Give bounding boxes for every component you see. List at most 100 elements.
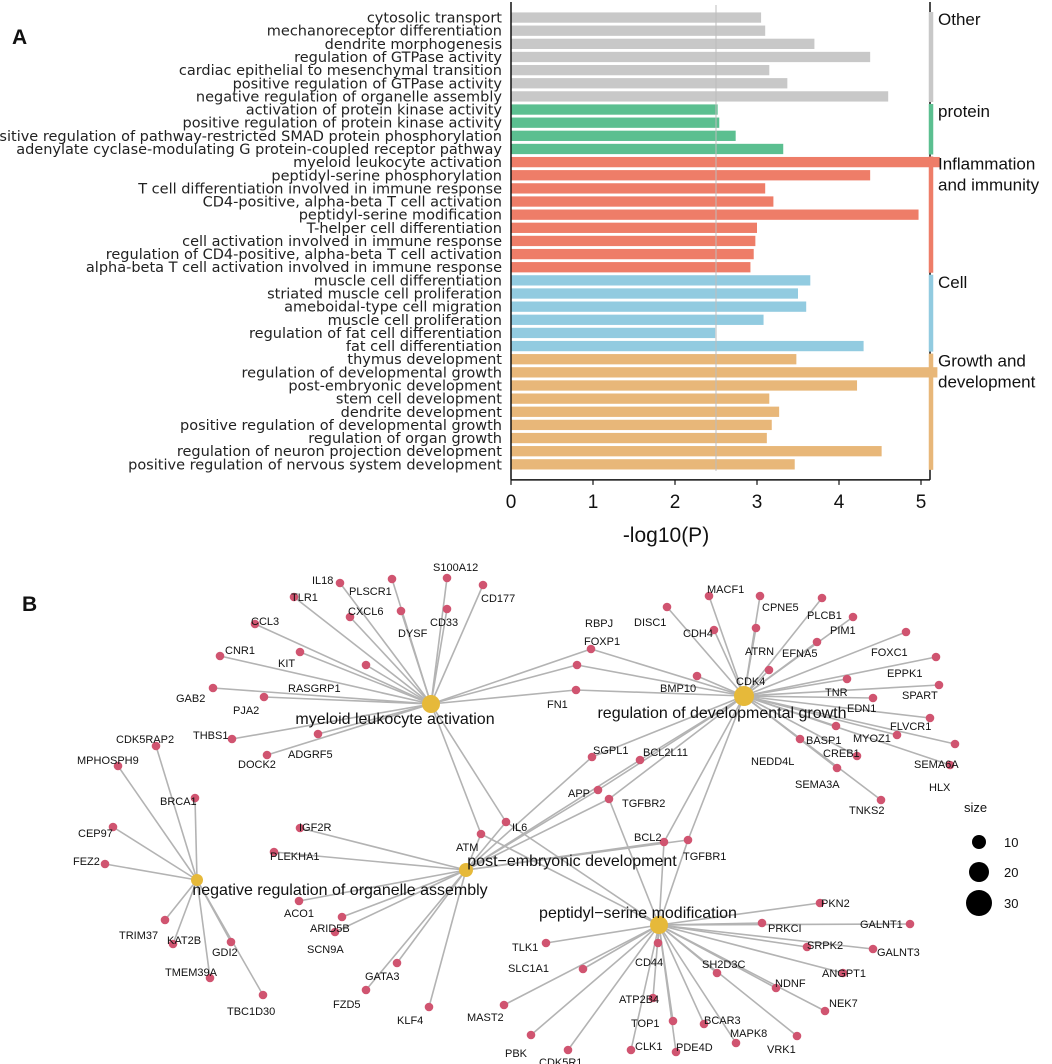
gene-node-atm: [476, 829, 486, 839]
gene-label-fn1: FN1: [547, 699, 568, 711]
gene-label-edn1: EDN1: [847, 703, 876, 715]
bar-cell-activation-involved-in-immune-response: [511, 235, 756, 247]
gene-label-mphosph9: MPHOSPH9: [77, 755, 139, 767]
term-label-positive-regulation-of-nervous-system-development: positive regulation of nervous system de…: [128, 457, 502, 473]
bar-dendrite-development: [511, 406, 780, 417]
edge-mla-s100a12: [430, 577, 448, 705]
gene-label-fzd5: FZD5: [333, 999, 361, 1011]
edge-ped-scn9a: [334, 869, 467, 933]
gene-label-srpk2: SRPK2: [807, 940, 843, 952]
edge-ped-plekha1: [273, 851, 467, 871]
edge-rdg-sgpl1: [591, 695, 745, 758]
gene-label-sgpl1: SGPL1: [593, 745, 628, 757]
edge-rdg-macf1: [708, 595, 745, 697]
bar-positive-regulation-of-developmental-growth: [511, 419, 772, 431]
bar-cytosolic-transport: [511, 12, 762, 23]
hub-node-peptidyl-serine-modification: [650, 916, 668, 934]
edge-ped-fzd5: [365, 869, 467, 991]
term-label-regulation-of-fat-cell-differentiation: regulation of fat cell differentiation: [249, 326, 502, 342]
edge-rdg-flvcr1: [743, 695, 931, 719]
group-label-protein: protein: [938, 102, 990, 121]
bar-fat-cell-differentiation: [511, 340, 864, 352]
term-label-cd4-positive-alpha-beta-t-cell-activation: CD4-positive, alpha-beta T cell activati…: [203, 195, 502, 211]
gene-node-tlk1: [541, 938, 551, 948]
edge-psm-mapk8: [658, 924, 737, 1044]
term-label-cell-activation-involved-in-immune-response: cell activation involved in immune respo…: [182, 234, 502, 250]
edge-psm-clk1: [630, 924, 660, 1051]
gene-label-arid5b: ARID5B: [310, 923, 350, 935]
term-label-cytosolic-transport: cytosolic transport: [367, 11, 502, 27]
edge-mla-il6: [430, 703, 507, 823]
edge-mla-dock2: [266, 703, 432, 756]
bar-stem-cell-development: [511, 393, 770, 404]
term-label-positive-regulation-of-pathway-restricted-smad-protein-phosphorylation: positive regulation of pathway-restricte…: [0, 129, 502, 145]
gene-node-myoz1: [892, 730, 902, 740]
gene-label-kat2b: KAT2B: [167, 935, 201, 947]
gene-label-mast2: MAST2: [467, 1012, 504, 1024]
gene-label-cep97: CEP97: [78, 828, 113, 840]
gene-label-cdh4: CDH4: [683, 628, 713, 640]
gene-label-slc1a1: SLC1A1: [508, 963, 549, 975]
gene-label-cxcl6: CXCL6: [348, 606, 383, 618]
gene-node-dock2: [262, 750, 272, 760]
gene-label-dock2: DOCK2: [238, 759, 276, 771]
gene-node-s100a12: [442, 573, 452, 583]
edge-ped-klf4: [428, 869, 467, 1008]
gene-node-cdk4: [764, 665, 774, 675]
edge-rdg-hlx: [743, 695, 951, 766]
gene-node-adgrf5: [313, 729, 323, 739]
bar-positive-regulation-of-pathway-restricted-smad-protein-phosphorylation: [511, 130, 736, 141]
edge-psm-galnt1: [658, 923, 911, 926]
bar-cardiac-epithelial-to-mesenchymal-transition: [511, 64, 770, 76]
edge-psm-il6: [505, 821, 660, 926]
gene-label-pkn2: PKN2: [821, 898, 850, 910]
x-tick-label: 3: [752, 492, 763, 513]
gene-node-mphosph9: [113, 761, 123, 771]
edge-psm-tgfbr2: [608, 798, 660, 926]
x-tick-label: 2: [670, 492, 681, 513]
gene-node-fez2: [100, 859, 110, 869]
gene-node-foxc1: [901, 627, 911, 637]
bar-positive-regulation-of-gtpase-activity: [511, 78, 788, 89]
gene-label-bcl2: BCL2: [634, 832, 662, 844]
gene-label-app: APP: [568, 788, 590, 800]
edge-nroa-kat2b: [172, 879, 198, 945]
hub-label-regulation-of-developmental-growth: regulation of developmental growth: [597, 705, 846, 722]
edge-rdg-efna5: [743, 641, 818, 697]
gene-node-bmp10: [692, 671, 702, 681]
edge-mla-dysf: [400, 610, 432, 705]
gene-label-plekha1: PLEKHA1: [270, 851, 320, 863]
gene-node-edn1: [868, 693, 878, 703]
gene-label-tmem39a: TMEM39A: [165, 967, 218, 979]
edge-mla-thbs1: [231, 703, 432, 740]
gene-label-spart: SPART: [902, 690, 938, 702]
edge-mla-tlr1: [293, 596, 432, 705]
gene-label-dysf: DYSF: [398, 628, 428, 640]
edge-rdg-fn1: [575, 689, 745, 697]
gene-label-atrn: ATRN: [745, 646, 774, 658]
edge-rdg-bcl2: [663, 695, 745, 843]
gene-label-vrk1: VRK1: [767, 1044, 796, 1056]
gene-label-tbc1d30: TBC1D30: [227, 1006, 275, 1018]
edge-rdg-tgfbr1: [687, 695, 745, 841]
gene-node-nedd4l: [795, 734, 805, 744]
term-label-t-helper-cell-differentiation: T-helper cell differentiation: [306, 221, 502, 237]
gene-node-top1: [668, 1016, 678, 1026]
gene-node-plekha1: [269, 847, 279, 857]
edge-psm-atp2b4: [652, 924, 660, 999]
edge-rdg-spart: [743, 684, 940, 697]
gene-node-thbs1: [227, 734, 237, 744]
gene-label-top1: TOP1: [631, 1018, 660, 1030]
edge-mla-cd33: [430, 608, 448, 705]
edge-rdg-edn1: [743, 695, 874, 699]
term-label-regulation-of-cd4-positive-alpha-beta-t-cell-activation: regulation of CD4-positive, alpha-beta T…: [106, 247, 502, 263]
bar-regulation-of-cd4-positive-alpha-beta-t-cell-activation: [511, 248, 754, 260]
term-label-myeloid-leukocyte-activation: myeloid leukocyte activation: [293, 155, 502, 171]
term-label-negative-regulation-of-organelle-assembly: negative regulation of organelle assembl…: [196, 89, 503, 105]
gene-label-mapk8: MAPK8: [730, 1028, 767, 1040]
bar-activation-of-protein-kinase-activity: [511, 104, 718, 115]
gene-label-gdi2: GDI2: [212, 947, 238, 959]
edge-ped-sgpl1: [465, 756, 593, 871]
gene-label-tlk1: TLK1: [512, 942, 538, 954]
